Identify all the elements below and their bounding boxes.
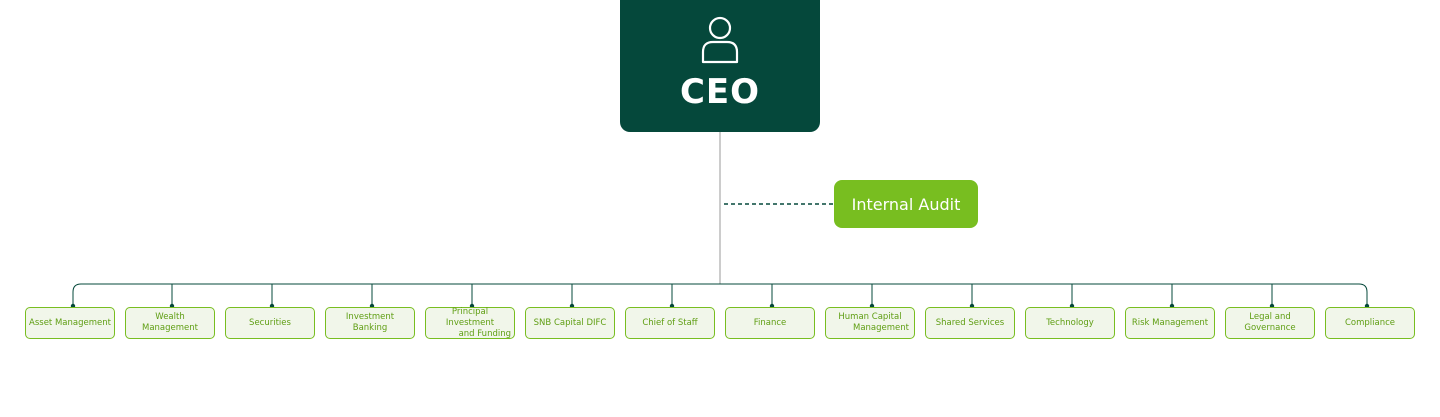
department-drops (70, 284, 1370, 309)
department-box[interactable]: Chief of Staff (625, 307, 715, 339)
internal-audit-box[interactable]: Internal Audit (834, 180, 978, 228)
department-label: Asset Management (29, 317, 111, 328)
department-label: Shared Services (935, 317, 1005, 328)
department-label-line: and Funding (458, 328, 511, 339)
ceo-title: CEO (679, 72, 761, 112)
department-label: Finance (753, 317, 787, 328)
department-box[interactable]: SNB Capital DIFC (525, 307, 615, 339)
department-label: Technology (1046, 317, 1094, 328)
department-label: Investment Banking (345, 312, 395, 333)
department-label: Risk Management (1131, 317, 1209, 328)
department-label-line: Management (853, 323, 909, 333)
department-box[interactable]: Risk Management (1125, 307, 1215, 339)
department-box[interactable]: Investment Banking (325, 307, 415, 339)
department-box[interactable]: Technology (1025, 307, 1115, 339)
department-label: SNB Capital DIFC (533, 317, 607, 328)
department-box[interactable]: Asset Management (25, 307, 115, 339)
ceo-box[interactable]: CEO (620, 0, 820, 132)
department-label-line: Human Capital (838, 312, 902, 322)
department-box[interactable]: Compliance (1325, 307, 1415, 339)
department-label: Compliance (1344, 317, 1396, 328)
department-box[interactable]: Securities (225, 307, 315, 339)
department-label: Securities (249, 317, 291, 328)
department-box[interactable]: Wealth Management (125, 307, 215, 339)
department-box[interactable]: Shared Services (925, 307, 1015, 339)
department-box[interactable]: Finance (725, 307, 815, 339)
department-label: Wealth Management (142, 312, 198, 333)
department-bus-line (72, 283, 1368, 304)
person-icon (701, 16, 739, 64)
internal-audit-label: Internal Audit (851, 194, 961, 214)
department-label: Legal and Governance (1244, 312, 1296, 333)
department-label-line: Principal Investment (445, 306, 495, 328)
department-label: Chief of Staff (642, 317, 698, 328)
department-box[interactable]: Legal and Governance (1225, 307, 1315, 339)
